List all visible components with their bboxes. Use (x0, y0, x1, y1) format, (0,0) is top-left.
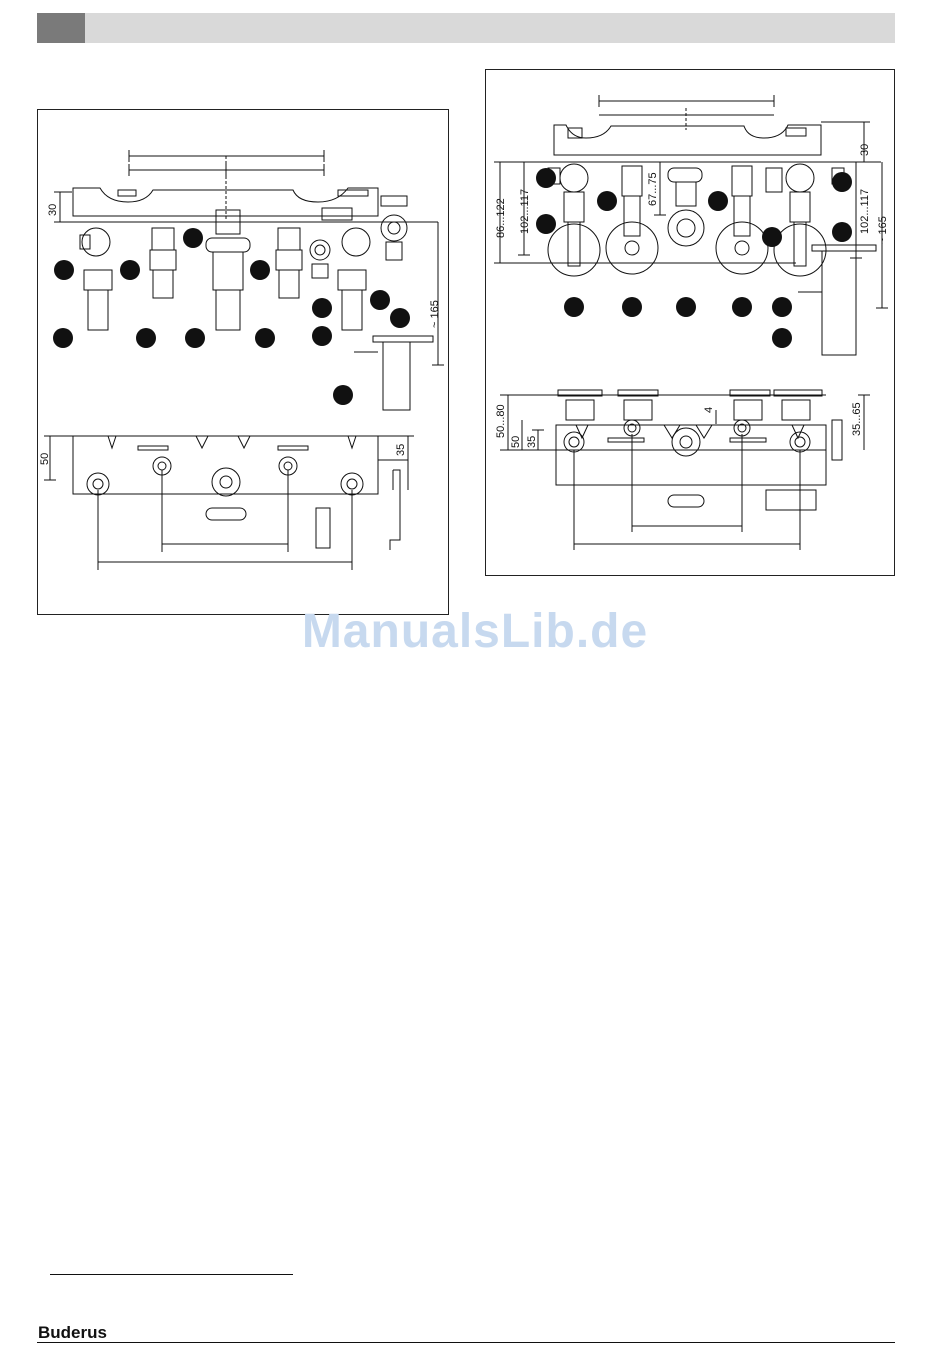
part-callout-r1 (536, 168, 556, 188)
watermark: ManualsLib.de (0, 604, 950, 659)
part-callout-13 (333, 385, 353, 405)
part-callout-3 (183, 228, 203, 248)
part-callout-7 (390, 308, 410, 328)
left-figure-frame: 30 ~ 165 50 35 (37, 109, 449, 615)
part-callout-9 (136, 328, 156, 348)
part-callout-r8 (564, 297, 584, 317)
dim-35-65: 35...65 (851, 402, 863, 436)
dim-35: 35 (395, 444, 407, 456)
right-figure-frame: 30 86...122 102...117 67...75 102...117 … (485, 69, 895, 576)
part-callout-r6 (762, 227, 782, 247)
dim-165: ~ 165 (429, 300, 441, 328)
part-callout-1 (54, 260, 74, 280)
part-callout-2 (120, 260, 140, 280)
dim-30: 30 (859, 144, 871, 156)
right-technical-drawing: 30 86...122 102...117 67...75 102...117 … (486, 70, 894, 575)
dim-50-80: 50...80 (495, 404, 507, 438)
dim-67-75: 67...75 (647, 172, 659, 206)
part-callout-8 (53, 328, 73, 348)
dim-50: 50 (510, 436, 522, 448)
part-callout-r13 (772, 328, 792, 348)
header-bar (37, 13, 895, 43)
part-callout-r10 (676, 297, 696, 317)
brand-logo: Buderus (38, 1323, 107, 1343)
part-callout-4 (250, 260, 270, 280)
footer-rule (37, 1342, 895, 1343)
dim-165: ~ 165 (877, 216, 889, 244)
part-callout-6 (370, 290, 390, 310)
part-callout-5 (312, 298, 332, 318)
dim-102-117-right: 102...117 (859, 189, 871, 234)
part-callout-r11 (732, 297, 752, 317)
footnote-rule (50, 1274, 293, 1275)
part-callout-11 (255, 328, 275, 348)
dim-50: 50 (39, 453, 51, 465)
dim-86-122: 86...122 (495, 198, 507, 238)
part-callout-r3 (708, 191, 728, 211)
part-callout-r7 (832, 222, 852, 242)
dim-30: 30 (47, 204, 59, 216)
part-callout-r12 (772, 297, 792, 317)
part-callout-r2 (597, 191, 617, 211)
dim-4: 4 (703, 407, 715, 413)
part-callout-r4 (832, 172, 852, 192)
header-chapter-tab (37, 13, 85, 43)
part-callout-12 (312, 326, 332, 346)
part-callout-r5 (536, 214, 556, 234)
dim-35: 35 (526, 436, 538, 448)
part-callout-r9 (622, 297, 642, 317)
part-callout-10 (185, 328, 205, 348)
dim-102-117-left: 102...117 (519, 189, 531, 234)
left-technical-drawing: 30 ~ 165 50 35 (38, 110, 448, 614)
